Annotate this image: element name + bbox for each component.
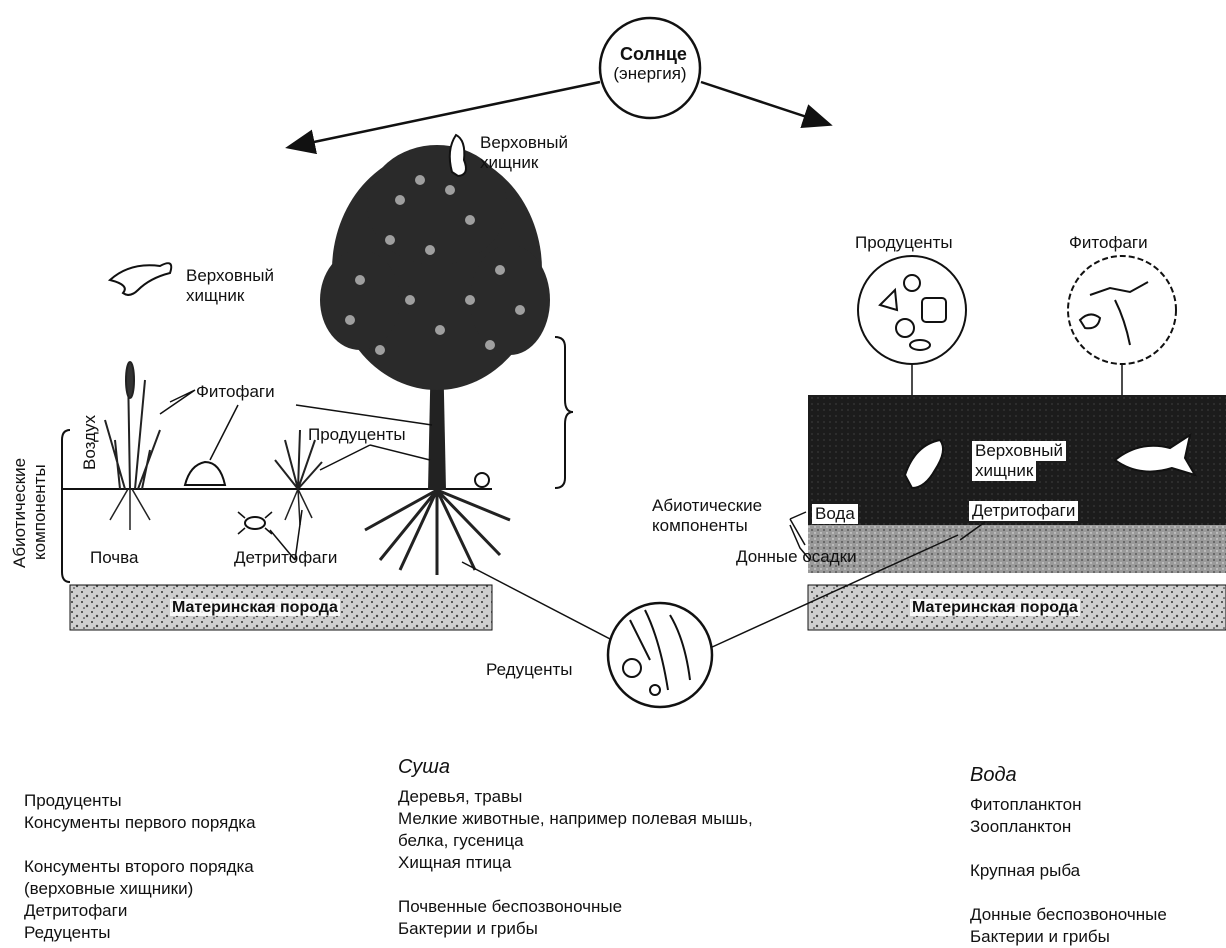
table-land-cell: Деревья, травы — [398, 787, 523, 806]
mouse-icon — [183, 460, 227, 486]
water-abiotic-line2: компоненты — [652, 516, 748, 535]
land-abiotic-line1: Абиотические — [10, 457, 29, 568]
table-land-cell: Мелкие животные, например полевая мышь, — [398, 809, 753, 828]
table-roles-column: Продуценты Консументы первого порядка Ко… — [24, 790, 256, 944]
beetle-icon — [237, 511, 273, 535]
land-leader-lines — [159, 389, 433, 561]
table-water-cell: Крупная рыба — [970, 861, 1081, 880]
table-land-cell: Бактерии и грибы — [398, 919, 538, 938]
table-land-cell: Хищная птица — [398, 853, 512, 872]
table-water-cell: Бактерии и грибы — [970, 927, 1110, 946]
table-water-cell: Зоопланктон — [970, 817, 1072, 836]
table-role: Редуценты — [24, 923, 111, 942]
land-top-predator-tree-line2: хищник — [480, 153, 539, 172]
table-water-cell: Фитопланктон — [970, 795, 1082, 814]
land-top-predator-bird-line2: хищник — [186, 286, 245, 305]
land-top-predator-tree-line1: Верховный — [480, 133, 568, 152]
table-land-header: Суша — [398, 756, 450, 778]
sun — [598, 16, 702, 120]
land-detritivores-label: Детритофаги — [234, 548, 338, 567]
snail-icon — [474, 472, 490, 488]
water-producers-label: Продуценты — [855, 233, 953, 252]
sun-title: Солнце — [620, 44, 687, 64]
water-detritivores-label: Детритофаги — [969, 501, 1079, 521]
zooplankton-circle — [1067, 255, 1177, 395]
grass-icon — [274, 429, 323, 526]
land-top-predator-bird-line1: Верховный — [186, 266, 274, 285]
water-sediment — [808, 525, 1226, 573]
phytoplankton-circle — [857, 255, 967, 395]
land-abiotic-line2: компоненты — [30, 464, 49, 560]
water-water-label: Вода — [812, 504, 858, 524]
fish-icon — [903, 432, 1198, 490]
table-role: Консументы первого порядка — [24, 813, 256, 832]
table-land-column: Суша Деревья, травы Мелкие животные, нап… — [398, 756, 753, 940]
table-water-header: Вода — [970, 764, 1017, 786]
land-air-label: Воздух — [80, 415, 99, 470]
decomposers-circle — [461, 534, 959, 709]
tree-bracket — [554, 336, 574, 489]
land-soil-label: Почва — [90, 548, 139, 567]
water-herbivores-label: Фитофаги — [1069, 233, 1148, 252]
tree-icon — [320, 133, 550, 575]
abiotic-bracket — [61, 429, 71, 583]
land-bedrock-label: Материнская порода — [170, 599, 340, 616]
water-top-predator-line2: хищник — [972, 461, 1037, 481]
table-role: Детритофаги — [24, 901, 128, 920]
water-leader-lines — [789, 511, 986, 561]
water-bedrock-label: Материнская порода — [910, 599, 1080, 616]
sun-arrow-water — [700, 80, 833, 129]
land-bedrock — [69, 584, 493, 631]
decomposers-label: Редуценты — [486, 660, 573, 679]
table-water-cell: Донные беспозвоночные — [970, 905, 1167, 924]
table-role: Консументы второго порядка — [24, 857, 254, 876]
land-producers-label: Продуценты — [308, 425, 406, 444]
flying-bird-icon — [107, 262, 173, 296]
land-herbivores-label: Фитофаги — [196, 382, 275, 401]
water-abiotic-line1: Абиотические — [652, 496, 763, 515]
water-top-predator-line1: Верховный — [972, 441, 1066, 461]
cattail-icon — [104, 361, 161, 530]
sun-subtitle: (энергия) — [613, 64, 687, 83]
table-water-column: Вода Фитопланктон Зоопланктон Крупная ры… — [970, 764, 1167, 948]
sun-arrow-land — [285, 80, 601, 155]
water-sediments-label: Донные осадки — [736, 547, 857, 566]
table-land-cell: белка, гусеница — [398, 831, 524, 850]
table-role: (верховные хищники) — [24, 879, 194, 898]
water-bedrock — [807, 584, 1226, 631]
table-role: Продуценты — [24, 791, 122, 810]
table-land-cell: Почвенные беспозвоночные — [398, 897, 623, 916]
